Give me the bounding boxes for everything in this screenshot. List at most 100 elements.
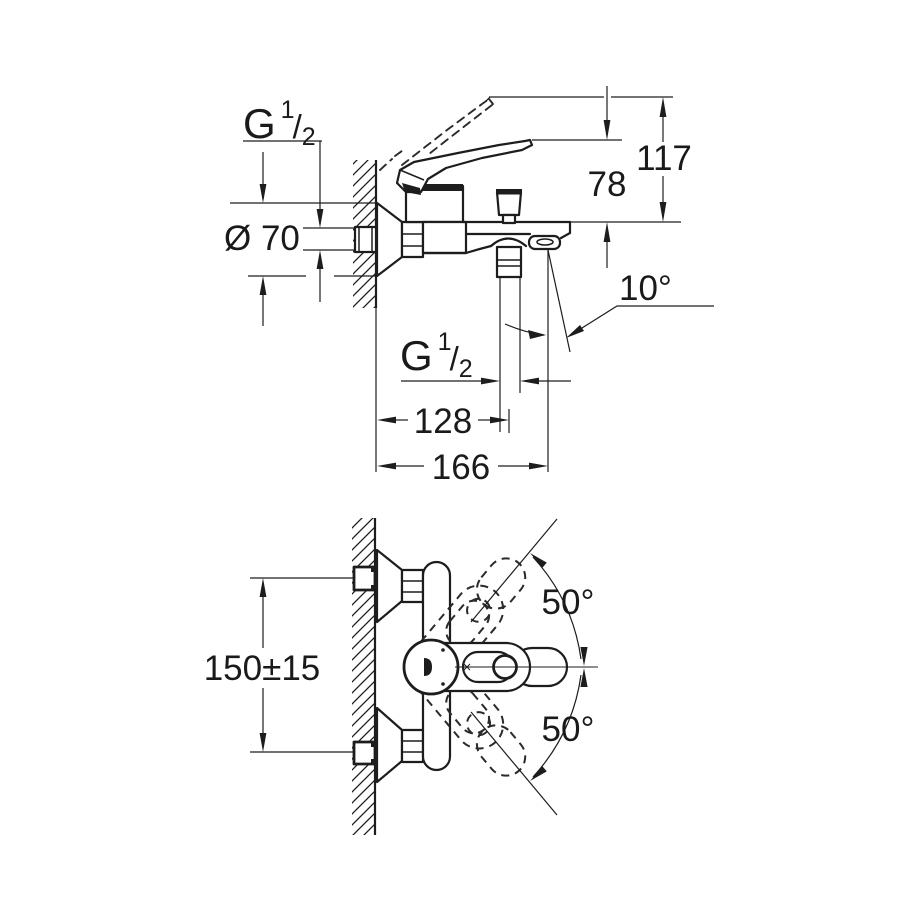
dim-connection-spacing: 150±15 (204, 577, 354, 753)
dim50-upper-label: 50° (542, 583, 595, 622)
dim-heights: 78 117 (485, 86, 692, 268)
center-cross-mark (463, 663, 471, 671)
lever-dot-top (441, 648, 445, 652)
lower-escutcheon-cone (375, 706, 404, 784)
angle-leader-arrow (566, 325, 584, 338)
wall-connection-square (353, 225, 378, 254)
dim78-arrow-bottom (603, 222, 611, 242)
dim117-arrow-bottom (659, 202, 667, 222)
lever-ghost-upper (414, 557, 527, 683)
s-union-upper (352, 548, 425, 624)
pivot-marking (424, 658, 432, 676)
outlet-dome (489, 237, 528, 248)
ghost-upper-slot (445, 599, 491, 647)
ghost-lever-top-edge (401, 98, 490, 166)
dim78-label: 78 (588, 165, 627, 204)
dim117-label: 117 (636, 139, 692, 178)
swing-arrow-upper-end (530, 553, 547, 568)
dim166-arrow-left (377, 462, 396, 470)
spout-deck-top (461, 220, 572, 240)
ghost-lower-slot (445, 687, 491, 735)
thread-arrow-up (316, 250, 324, 269)
dim-outlet-angle: 10° (504, 249, 714, 472)
dim150-label: 150±15 (204, 649, 321, 688)
spacing-arrow-bottom (259, 733, 267, 752)
lever-heel-shadow (402, 183, 421, 195)
swing-arrow-lower-end (530, 766, 547, 781)
lever-raised-ghost (379, 98, 494, 171)
dim78-arrow-top (603, 120, 611, 140)
cartridge-cap-band (406, 184, 463, 191)
angle-leader-line (581, 305, 714, 329)
ghost-lower-tip (475, 724, 527, 777)
dim128-arrow-right (490, 416, 509, 424)
spout-outlet-opening (536, 238, 554, 246)
swing-arrow-center-lower (580, 668, 588, 687)
ext-hook (485, 96, 491, 102)
dim166-arrow-right (529, 462, 548, 470)
outlet-arrow-right (520, 377, 539, 385)
outlet-angle-line (547, 249, 571, 353)
lower-square-nub-2 (371, 759, 376, 764)
thread-arrow-down (316, 209, 324, 228)
swing-boundary-upper (470, 518, 558, 623)
lever-facet-line (399, 169, 425, 181)
upper-escutcheon-cone (375, 548, 404, 624)
wall-section (353, 160, 378, 472)
cartridge-housing (404, 184, 465, 224)
diverter-knob (495, 190, 523, 217)
swing-arc-lower (532, 674, 582, 778)
union-hex-nut (400, 220, 425, 259)
swing-arrow-center-upper (580, 647, 588, 666)
dia-arrow-down (259, 184, 267, 203)
spacing-arrow-top (259, 578, 267, 597)
dim166-label: 166 (432, 448, 490, 487)
lower-hex-nut (400, 728, 425, 764)
ghost-heel-2 (394, 147, 407, 157)
lower-square-nub-1 (371, 742, 376, 747)
dim50-lower-label: 50° (542, 710, 595, 749)
diverter-knob-cap (496, 189, 522, 195)
dim-escutcheon-diameter: Ø 70 (224, 152, 377, 326)
ghost-upper-tip (475, 557, 527, 610)
spout-outlet-lip (527, 234, 562, 251)
swing-boundary-lower (470, 711, 558, 816)
ghost-heel-1 (379, 158, 393, 171)
dim-wall-to-tip: 166 (377, 448, 548, 487)
dia-arrow-up (259, 276, 267, 295)
dim-wall-to-outlet: 128 (377, 402, 510, 441)
escutcheon-cone (375, 201, 404, 278)
wall-hatch-front (352, 518, 375, 835)
lever-handle-side (395, 138, 534, 194)
ghost-lever-bottom-edge (428, 104, 493, 155)
front-view: 150±15 (204, 518, 598, 835)
dim10deg-label: 10° (619, 269, 672, 308)
dim128-label: 128 (414, 402, 472, 441)
upper-connection-square (352, 565, 377, 592)
upper-hex-nut (400, 568, 425, 604)
dim117-arrow-top (659, 97, 667, 117)
dim-lever-swing: 50° 50° (470, 518, 595, 816)
wall-section-front (352, 518, 377, 835)
angle-arc-arrow (528, 330, 546, 339)
spout-underside (421, 244, 493, 255)
ghost-lower-ring (466, 711, 492, 737)
ghost-upper-blade (414, 584, 505, 683)
upper-square-nub-1 (371, 567, 376, 572)
shower-outlet-nipple (495, 245, 523, 279)
lever-dot-bottom (441, 682, 445, 686)
outlet-arrow-left (481, 377, 500, 385)
mixer-body-side (395, 138, 572, 279)
diverter-stem (501, 213, 517, 225)
body-block (421, 220, 468, 255)
dia-label: Ø 70 (224, 219, 300, 258)
dim128-arrow-left (377, 416, 396, 424)
ghost-lever-tip (488, 98, 494, 105)
lower-connection-square (352, 740, 377, 766)
upper-square-nub-2 (371, 585, 376, 590)
